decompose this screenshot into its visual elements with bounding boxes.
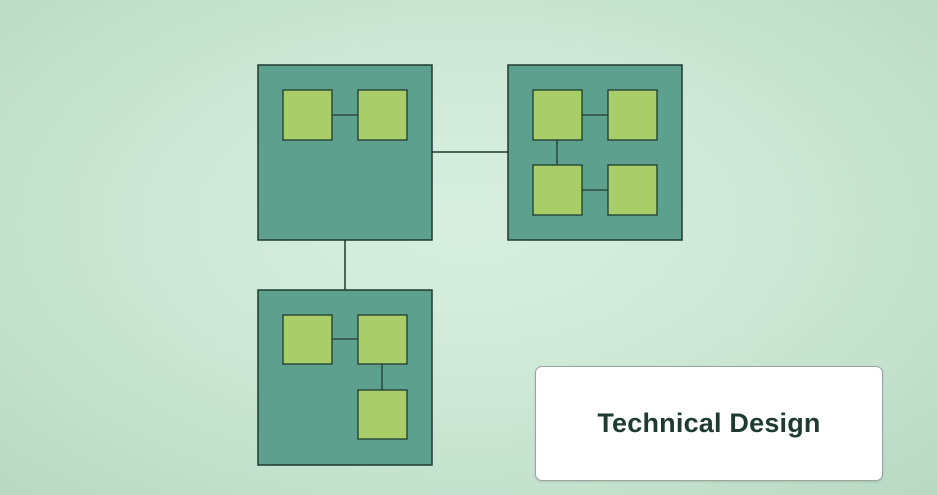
caption-title: Technical Design [597,408,821,438]
module-bottom-left [257,289,433,466]
component-box [532,164,583,216]
component-box [607,89,658,141]
component-box [532,89,583,141]
component-box [357,314,408,365]
component-box [282,314,333,365]
component-box [282,89,333,141]
component-box [357,389,408,440]
module-top-right [507,64,683,241]
module-top-left [257,64,433,241]
caption-card: Technical Design [535,366,883,481]
component-box [357,89,408,141]
component-box [607,164,658,216]
